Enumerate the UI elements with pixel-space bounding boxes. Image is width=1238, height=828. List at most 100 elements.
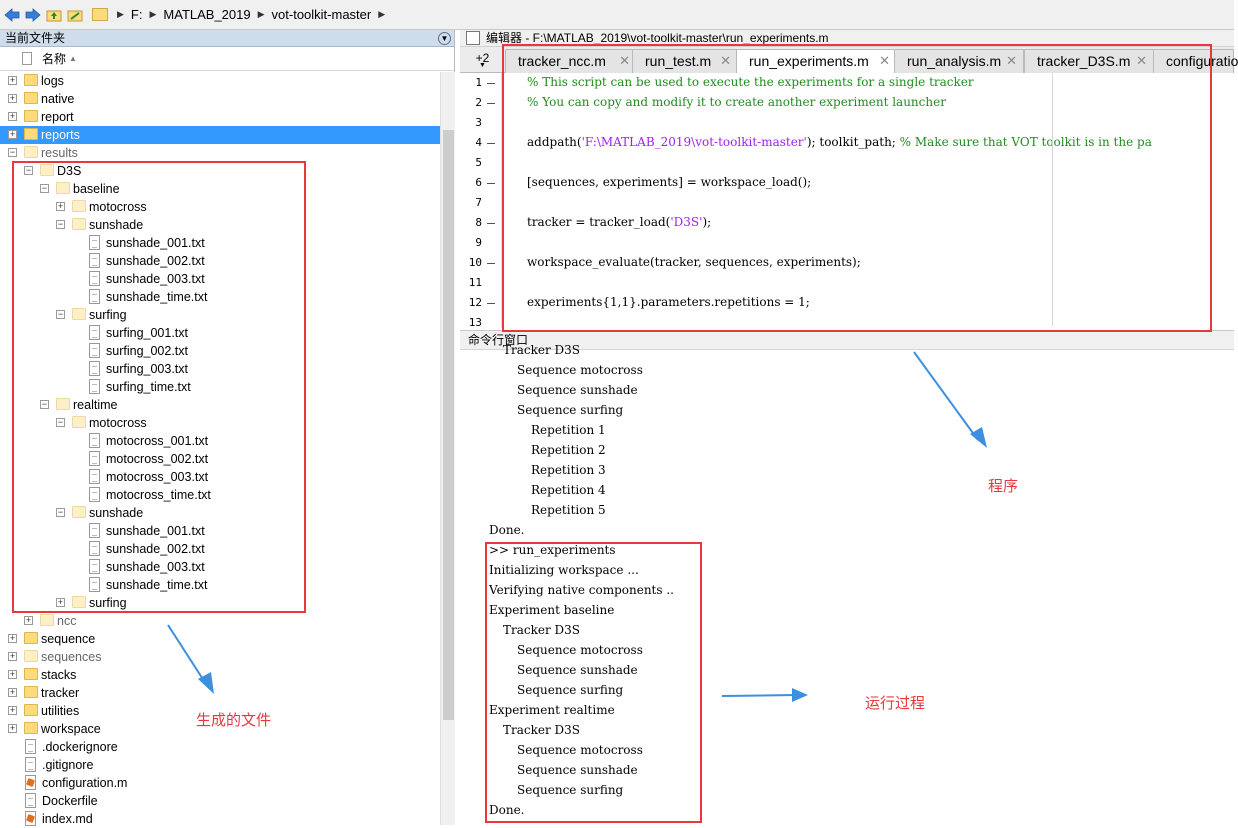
code-line-2[interactable]: % You can copy and modify it to create a… <box>527 95 946 109</box>
chevron-right-icon[interactable]: ▶ <box>378 9 386 19</box>
expand-icon[interactable]: + <box>8 687 17 697</box>
tree-folder-item[interactable]: −surfing <box>0 306 440 324</box>
close-icon[interactable]: ✕ <box>1136 53 1147 68</box>
chevron-right-icon[interactable]: ▶ <box>257 9 265 19</box>
expand-icon[interactable]: + <box>8 93 17 103</box>
tree-folder-item[interactable]: +sequences <box>0 648 440 666</box>
tree-folder-item[interactable]: −motocross <box>0 414 440 432</box>
tree-folder-item[interactable]: +sequence <box>0 630 440 648</box>
tree-file-item[interactable]: sunshade_002.txt <box>0 252 440 270</box>
code-line-4[interactable]: addpath('F:\MATLAB_2019\vot-toolkit-mast… <box>527 135 1152 149</box>
tab-tracker-d3s[interactable]: tracker_D3S.m✕ <box>1024 49 1154 73</box>
tree-folder-item[interactable]: −sunshade <box>0 216 440 234</box>
code-line-8[interactable]: tracker = tracker_load('D3S'); <box>527 215 711 229</box>
code-line-6[interactable]: [sequences, experiments] = workspace_loa… <box>527 175 812 189</box>
tab-overflow-button[interactable]: +2 ▼ <box>460 47 505 73</box>
tree-folder-item[interactable]: +motocross <box>0 198 440 216</box>
vertical-scrollbar[interactable] <box>440 72 455 825</box>
tree-file-item[interactable]: sunshade_001.txt <box>0 234 440 252</box>
chevron-right-icon[interactable]: ▶ <box>149 9 157 19</box>
expand-icon[interactable]: + <box>56 201 65 211</box>
breadcrumb-item-toolkit[interactable]: vot-toolkit-master <box>271 7 372 22</box>
scrollbar-thumb[interactable] <box>443 130 454 720</box>
breakpoint-marker[interactable] <box>487 103 495 104</box>
tree-file-item[interactable]: configuration.m <box>0 774 440 792</box>
tree-file-item[interactable]: motocross_001.txt <box>0 432 440 450</box>
tab-tracker-ncc[interactable]: tracker_ncc.m✕ <box>505 49 637 73</box>
tree-folder-item[interactable]: +surfing <box>0 594 440 612</box>
browse-folder-icon[interactable] <box>66 6 84 24</box>
tree-folder-item[interactable]: +tracker <box>0 684 440 702</box>
forward-arrow-icon[interactable] <box>24 6 42 24</box>
tree-file-item[interactable]: surfing_time.txt <box>0 378 440 396</box>
expand-icon[interactable]: + <box>8 111 17 121</box>
collapse-icon[interactable]: − <box>40 183 49 193</box>
column-header-name[interactable]: 名称 ▲ <box>0 47 454 71</box>
chevron-right-icon[interactable]: ▶ <box>117 9 124 19</box>
collapse-icon[interactable]: − <box>56 219 65 229</box>
breakpoint-marker[interactable] <box>487 183 495 184</box>
close-icon[interactable]: ✕ <box>619 53 630 68</box>
expand-icon[interactable]: + <box>24 615 33 625</box>
tree-folder-item[interactable]: +stacks <box>0 666 440 684</box>
tree-folder-item[interactable]: +reports <box>0 126 440 144</box>
tree-folder-item[interactable]: +native <box>0 90 440 108</box>
tab-configuration[interactable]: configuratio <box>1153 49 1238 73</box>
tab-run-test[interactable]: run_test.m✕ <box>632 49 738 73</box>
tab-run-experiments[interactable]: run_experiments.m✕ <box>736 49 897 74</box>
tree-file-item[interactable]: sunshade_time.txt <box>0 288 440 306</box>
tree-folder-item[interactable]: −realtime <box>0 396 440 414</box>
close-icon[interactable]: ✕ <box>879 53 890 68</box>
tree-file-item[interactable]: Dockerfile <box>0 792 440 810</box>
tree-file-item[interactable]: surfing_001.txt <box>0 324 440 342</box>
tree-file-item[interactable]: surfing_003.txt <box>0 360 440 378</box>
breadcrumb-item-drive[interactable]: F: <box>130 7 143 22</box>
up-folder-icon[interactable] <box>45 6 63 24</box>
collapse-icon[interactable]: − <box>8 147 17 157</box>
tree-file-item[interactable]: .dockerignore <box>0 738 440 756</box>
tree-file-item[interactable]: index.md <box>0 810 440 828</box>
collapse-icon[interactable]: − <box>24 165 33 175</box>
tree-folder-item[interactable]: +logs <box>0 72 440 90</box>
tree-file-item[interactable]: motocross_003.txt <box>0 468 440 486</box>
tree-file-item[interactable]: motocross_002.txt <box>0 450 440 468</box>
back-arrow-icon[interactable] <box>3 6 21 24</box>
tree-folder-item[interactable]: −D3S <box>0 162 440 180</box>
collapse-icon[interactable]: − <box>56 309 65 319</box>
tree-folder-item[interactable]: +utilities <box>0 702 440 720</box>
expand-icon[interactable]: + <box>56 597 65 607</box>
breakpoint-marker[interactable] <box>487 143 495 144</box>
code-line-1[interactable]: % This script can be used to execute the… <box>527 75 974 89</box>
tree-file-item[interactable]: .gitignore <box>0 756 440 774</box>
close-icon[interactable]: ✕ <box>720 53 731 68</box>
breadcrumb-item-matlab[interactable]: MATLAB_2019 <box>163 7 251 22</box>
tree-file-item[interactable]: sunshade_003.txt <box>0 558 440 576</box>
breakpoint-marker[interactable] <box>487 263 495 264</box>
expand-icon[interactable]: + <box>8 633 17 643</box>
tree-folder-item[interactable]: +report <box>0 108 440 126</box>
panel-menu-icon[interactable]: ▼ <box>438 32 451 45</box>
tree-file-item[interactable]: sunshade_003.txt <box>0 270 440 288</box>
expand-icon[interactable]: + <box>8 129 17 139</box>
expand-icon[interactable]: + <box>8 669 17 679</box>
tree-file-item[interactable]: surfing_002.txt <box>0 342 440 360</box>
tree-folder-item[interactable]: +workspace <box>0 720 440 738</box>
expand-icon[interactable]: + <box>8 651 17 661</box>
breakpoint-marker[interactable] <box>487 223 495 224</box>
breakpoint-marker[interactable] <box>487 83 495 84</box>
collapse-icon[interactable]: − <box>40 399 49 409</box>
code-line-12[interactable]: experiments{1,1}.parameters.repetitions … <box>527 295 810 309</box>
tree-folder-item[interactable]: −baseline <box>0 180 440 198</box>
tree-folder-item[interactable]: −sunshade <box>0 504 440 522</box>
tree-file-item[interactable]: sunshade_002.txt <box>0 540 440 558</box>
tree-file-item[interactable]: sunshade_001.txt <box>0 522 440 540</box>
tab-run-analysis[interactable]: run_analysis.m✕ <box>894 49 1024 73</box>
code-line-10[interactable]: workspace_evaluate(tracker, sequences, e… <box>527 255 861 269</box>
collapse-icon[interactable]: − <box>56 507 65 517</box>
tree-file-item[interactable]: sunshade_time.txt <box>0 576 440 594</box>
expand-icon[interactable]: + <box>8 723 17 733</box>
close-icon[interactable]: ✕ <box>1006 53 1017 68</box>
tree-folder-item[interactable]: +ncc <box>0 612 440 630</box>
